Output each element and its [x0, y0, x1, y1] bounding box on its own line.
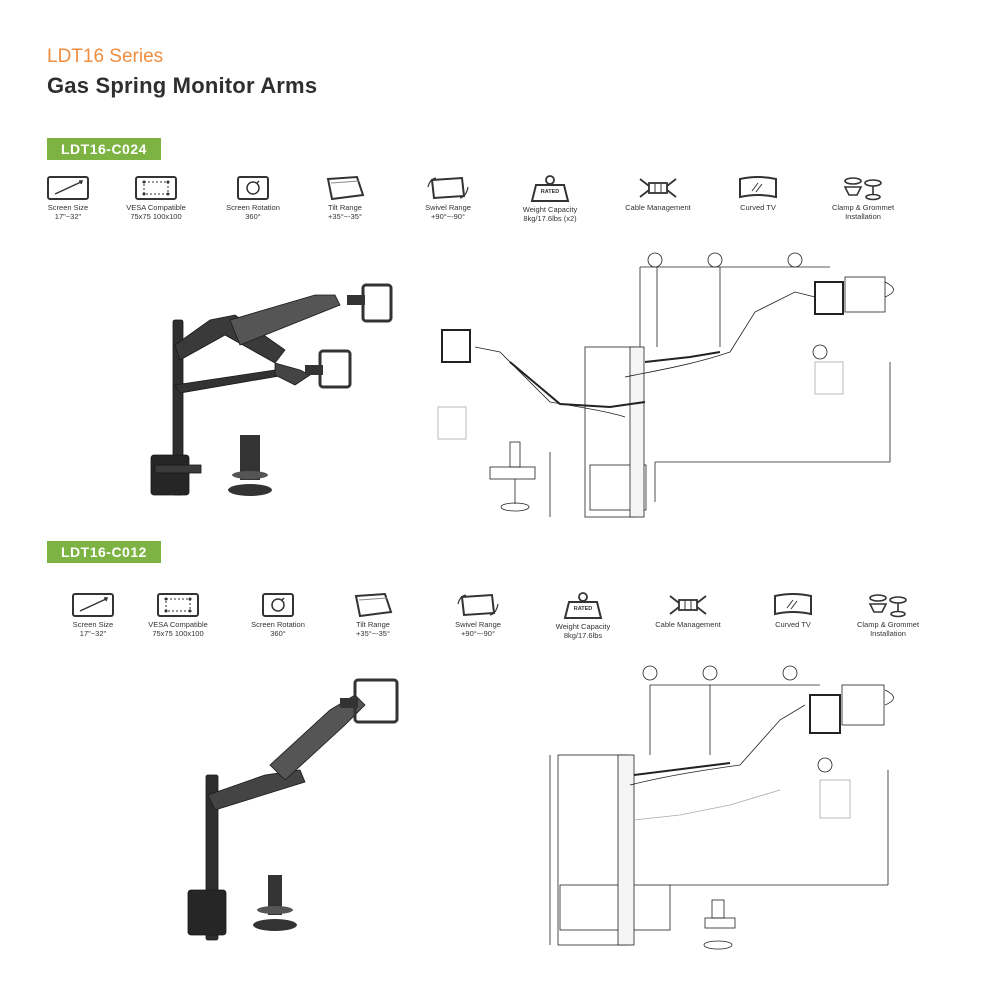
feature-label: Tilt Range — [356, 620, 390, 629]
feature-label: VESA Compatible — [148, 620, 208, 629]
feature-value: 75x75 100x100 — [130, 212, 182, 221]
dimension-diagram-single — [549, 665, 894, 950]
feature-value: Installation — [870, 629, 906, 638]
feature-curved-tv: Curved TV — [743, 592, 843, 629]
curved-tv-icon — [743, 592, 843, 618]
feature-value: 75x75 100x100 — [152, 629, 204, 638]
feature-label: VESA Compatible — [126, 203, 186, 212]
feature-label: Screen Rotation — [251, 620, 305, 629]
series-label: LDT16 Series — [47, 46, 164, 67]
feature-value: +90°~-90° — [431, 212, 465, 221]
tilt-icon — [323, 592, 423, 618]
feature-label: Cable Management — [625, 203, 691, 212]
feature-swivel: Swivel Range+90°~-90° — [398, 175, 498, 221]
feature-label: Screen Size — [47, 203, 89, 212]
feature-swivel: Swivel Range+90°~-90° — [428, 592, 528, 638]
weight-icon: RATED — [533, 592, 633, 620]
vesa-icon — [106, 175, 206, 201]
feature-label: Curved TV — [775, 620, 811, 629]
feature-label: Clamp & Grommet — [831, 203, 895, 212]
weight-icon: RATED — [500, 175, 600, 203]
screen-size-icon — [18, 175, 118, 201]
feature-value: 17"~32" — [79, 629, 107, 638]
screen-size-icon — [43, 592, 143, 618]
swivel-icon — [428, 592, 528, 618]
rated-badge: RATED — [573, 606, 593, 612]
feature-label: Weight Capacity — [522, 205, 578, 214]
page-title: Gas Spring Monitor Arms — [47, 73, 318, 98]
feature-label: Curved TV — [740, 203, 776, 212]
feature-value: 8kg/17.6lbs — [563, 631, 603, 640]
rotation-icon — [203, 175, 303, 201]
feature-label: Weight Capacity — [555, 622, 611, 631]
feature-label: Swivel Range — [425, 203, 471, 212]
feature-cable: Cable Management — [608, 175, 708, 212]
cable-icon — [638, 592, 738, 618]
clamp-grommet-icon — [838, 592, 938, 618]
feature-label: Cable Management — [655, 620, 721, 629]
tilt-icon — [295, 175, 395, 201]
curved-tv-icon — [708, 175, 808, 201]
vesa-icon — [128, 592, 228, 618]
clamp-grommet-icon — [813, 175, 913, 201]
feature-cable: Cable Management — [638, 592, 738, 629]
feature-label: Tilt Range — [328, 203, 362, 212]
feature-value: +90°~-90° — [461, 629, 495, 638]
dimension-diagram-dual — [437, 252, 894, 518]
feature-value: +35°~-35° — [356, 629, 390, 638]
swivel-icon — [398, 175, 498, 201]
product-photo-dual — [150, 283, 393, 496]
model-tag: LDT16-C024 — [47, 138, 161, 160]
model-tag: LDT16-C012 — [47, 541, 161, 563]
feature-label: Screen Rotation — [226, 203, 280, 212]
feature-label: Screen Size — [72, 620, 114, 629]
feature-tilt: Tilt Range+35°~-35° — [295, 175, 395, 221]
rated-badge: RATED — [540, 189, 560, 195]
feature-label: Swivel Range — [455, 620, 501, 629]
feature-value: +35°~-35° — [328, 212, 362, 221]
feature-value: 17"~32" — [54, 212, 82, 221]
feature-tilt: Tilt Range+35°~-35° — [323, 592, 423, 638]
feature-value: 360° — [245, 212, 261, 221]
feature-label: Clamp & Grommet — [856, 620, 920, 629]
rotation-icon — [228, 592, 328, 618]
cable-icon — [608, 175, 708, 201]
product-photo-single — [187, 678, 399, 941]
feature-curved-tv: Curved TV — [708, 175, 808, 212]
feature-value: 360° — [270, 629, 286, 638]
feature-value: 8kg/17.6lbs (x2) — [523, 214, 577, 223]
feature-value: Installation — [845, 212, 881, 221]
